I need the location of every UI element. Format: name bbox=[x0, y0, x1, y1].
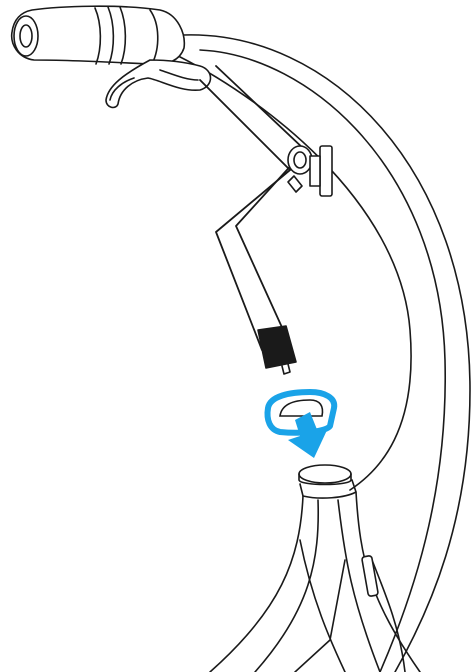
stem bbox=[199, 65, 313, 351]
wedge-cap bbox=[264, 389, 338, 436]
seatpost-clamp-fitting bbox=[287, 145, 333, 197]
cable-housing bbox=[169, 34, 471, 672]
handlebar-grip bbox=[10, 5, 186, 66]
frame-head-tube bbox=[209, 464, 421, 672]
brake-lever bbox=[105, 59, 212, 109]
insert-tip bbox=[281, 363, 291, 375]
insert-arrow-icon bbox=[288, 412, 328, 458]
seatpost-insert bbox=[257, 325, 297, 369]
